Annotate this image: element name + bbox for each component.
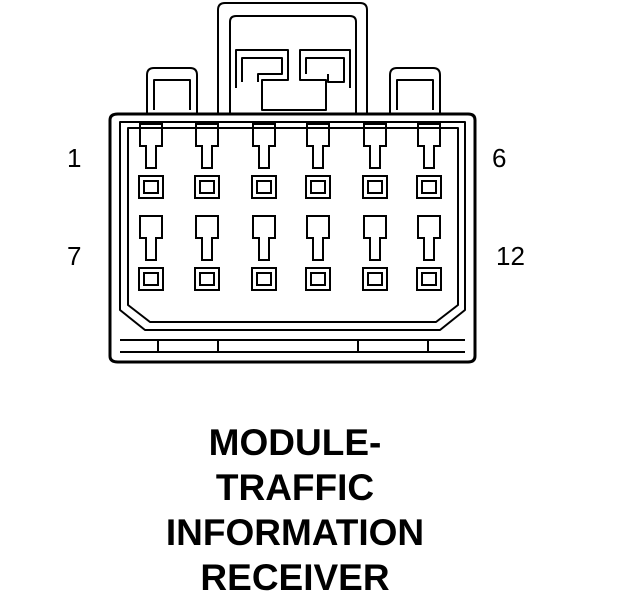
title-line-1: MODULE- bbox=[208, 422, 382, 463]
latch-tab-left-inner bbox=[241, 57, 283, 82]
bump-left bbox=[146, 67, 198, 115]
pin-label-7: 7 bbox=[67, 241, 82, 271]
latch-housing bbox=[217, 2, 368, 115]
pin-cavity-3 bbox=[251, 123, 277, 199]
pin-label-1: 1 bbox=[67, 143, 82, 173]
connector-inner-wall-2 bbox=[127, 127, 459, 323]
connector-body bbox=[108, 112, 477, 364]
pin-cavity-5 bbox=[362, 123, 388, 199]
pin-label-6: 6 bbox=[492, 143, 507, 173]
latch-inner bbox=[229, 15, 357, 115]
pin-grid bbox=[138, 123, 442, 291]
pin-cavity-8 bbox=[194, 215, 220, 291]
bottom-notch-left bbox=[157, 340, 219, 353]
connector-inner-wall bbox=[119, 121, 466, 331]
connector-diagram bbox=[108, 2, 477, 364]
pin-cavity-1 bbox=[138, 123, 164, 199]
pin-label-12: 12 bbox=[496, 241, 525, 271]
pin-cavity-6 bbox=[416, 123, 442, 199]
title-line-3: INFORMATION bbox=[165, 512, 425, 553]
pin-cavity-10 bbox=[305, 215, 331, 291]
bump-right bbox=[389, 67, 441, 115]
pin-cavity-2 bbox=[194, 123, 220, 199]
pin-cavity-12 bbox=[416, 215, 442, 291]
bottom-notch-right bbox=[357, 340, 429, 353]
module-title: MODULE- TRAFFIC INFORMATION RECEIVER bbox=[0, 420, 590, 600]
latch-tab-left bbox=[235, 49, 351, 111]
pin-cavity-4 bbox=[305, 123, 331, 199]
title-line-4: RECEIVER bbox=[200, 557, 390, 598]
bump-right-inner bbox=[396, 79, 434, 110]
pin-cavity-9 bbox=[251, 215, 277, 291]
bump-left-inner bbox=[153, 79, 191, 110]
latch-tab-right-inner bbox=[305, 57, 345, 83]
title-line-2: TRAFFIC bbox=[215, 467, 375, 508]
pin-cavity-11 bbox=[362, 215, 388, 291]
pin-cavity-7 bbox=[138, 215, 164, 291]
